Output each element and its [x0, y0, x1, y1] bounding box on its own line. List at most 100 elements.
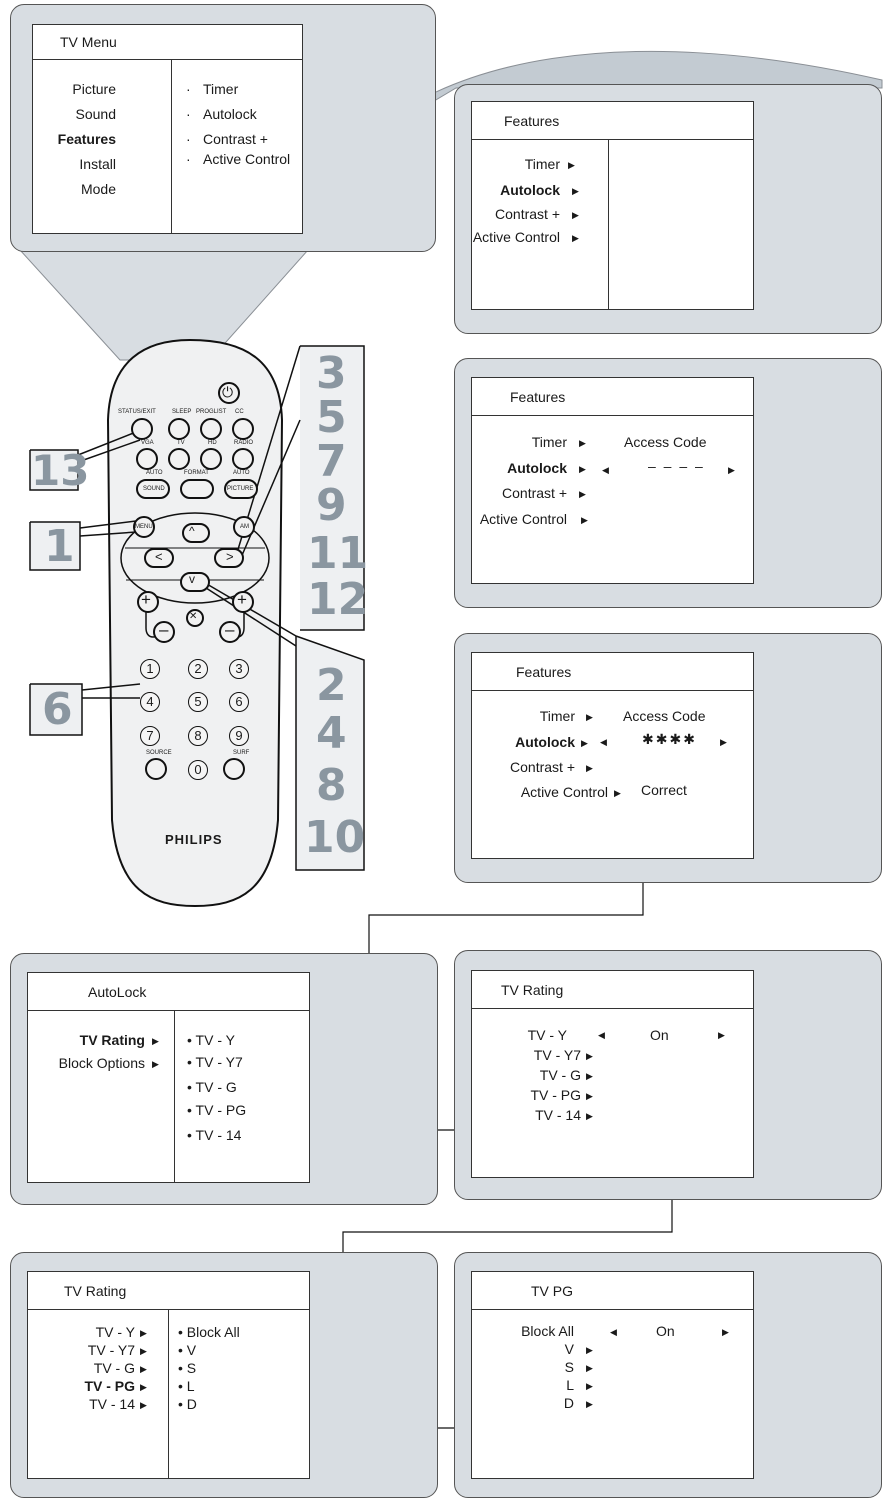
arrow-right-icon: ▶ — [572, 210, 579, 220]
source-button[interactable] — [145, 758, 167, 780]
hd-button[interactable] — [200, 448, 222, 470]
nav-down-button[interactable] — [180, 572, 210, 592]
tv-button[interactable] — [168, 448, 190, 470]
menu-item-install[interactable]: Install — [79, 156, 116, 172]
feature-item-active-control[interactable]: Active Control — [521, 784, 608, 800]
arrow-left-icon[interactable]: ◀ — [602, 465, 609, 475]
digit-6-button[interactable]: 6 — [229, 692, 249, 712]
autolock-title: AutoLock — [88, 984, 146, 1000]
step-number-3: 3 — [316, 352, 347, 396]
sub-item-autolock[interactable]: Autolock — [203, 106, 257, 122]
pg-item-d[interactable]: D — [564, 1395, 574, 1411]
autolock-item-block-options[interactable]: Block Options — [59, 1055, 145, 1071]
rating-value[interactable]: On — [650, 1027, 669, 1043]
nav-up-button[interactable] — [182, 523, 210, 543]
arrow-right-icon: ▶ — [586, 1399, 593, 1409]
feature-item-autolock[interactable]: Autolock — [507, 460, 567, 476]
digit-9-button[interactable]: 9 — [229, 726, 249, 746]
pg-item-s[interactable]: S — [565, 1359, 574, 1375]
pg-item-v[interactable]: V — [565, 1341, 574, 1357]
tv-rating-title: TV Rating — [501, 982, 563, 998]
sub-item-timer[interactable]: Timer — [203, 81, 238, 97]
arrow-right-icon[interactable]: ▶ — [722, 1327, 729, 1337]
feature-item-contrast[interactable]: Contrast + — [495, 206, 560, 222]
feature-item-autolock[interactable]: Autolock — [500, 182, 560, 198]
sleep-label: SLEEP — [172, 409, 191, 416]
cc-button[interactable] — [232, 418, 254, 440]
features-title-bar: Features — [472, 102, 753, 140]
arrow-right-icon: ▶ — [586, 1071, 593, 1081]
bullet: · — [186, 81, 191, 97]
arrow-right-icon: ▶ — [581, 515, 588, 525]
arrow-left-icon[interactable]: ◀ — [598, 1030, 605, 1040]
menu-item-mode[interactable]: Mode — [81, 181, 116, 197]
power-icon: ⏻ — [222, 384, 233, 400]
vga-button[interactable] — [136, 448, 158, 470]
plus-icon: + — [141, 592, 151, 608]
feature-item-timer[interactable]: Timer — [532, 434, 567, 450]
format-button[interactable] — [180, 479, 214, 499]
arrow-right-icon: ▶ — [586, 1091, 593, 1101]
digit-3-button[interactable]: 3 — [229, 659, 249, 679]
rating-item-tv-g[interactable]: TV - G — [94, 1360, 135, 1376]
arrow-left-icon[interactable]: ◀ — [610, 1327, 617, 1337]
digit-7-button[interactable]: 7 — [140, 726, 160, 746]
rating-item-tv-14[interactable]: TV - 14 — [89, 1396, 135, 1412]
feature-item-contrast[interactable]: Contrast + — [510, 759, 575, 775]
source-label: SOURCE — [146, 750, 172, 757]
block-all-value[interactable]: On — [656, 1323, 675, 1339]
step-number-13: 13 — [31, 449, 89, 493]
rating-item-tv-y7[interactable]: TV - Y7 — [88, 1342, 135, 1358]
digit-5-button[interactable]: 5 — [188, 692, 208, 712]
digit-4-button[interactable]: 4 — [140, 692, 160, 712]
feature-item-timer[interactable]: Timer — [525, 156, 560, 172]
feature-item-active-control[interactable]: Active Control — [473, 229, 560, 245]
format-label: FORMAT — [184, 470, 209, 477]
access-code-input[interactable]: ✱✱✱✱ — [642, 731, 697, 747]
rating-item-tv-14[interactable]: TV - 14 — [535, 1107, 581, 1123]
step-number-5: 5 — [316, 396, 347, 440]
menu-item-sound[interactable]: Sound — [76, 106, 116, 122]
block-list-item: • Block All — [178, 1324, 240, 1340]
menu-item-picture[interactable]: Picture — [72, 81, 116, 97]
mute-icon: ✕ — [189, 609, 197, 625]
rating-item-tv-pg[interactable]: TV - PG — [84, 1378, 135, 1394]
surf-button[interactable] — [223, 758, 245, 780]
pg-item-block-all[interactable]: Block All — [521, 1323, 574, 1339]
rating-list-item: • TV - Y7 — [187, 1054, 243, 1070]
access-code-input[interactable]: – – – – — [648, 458, 705, 474]
rating-item-tv-y7[interactable]: TV - Y7 — [534, 1047, 581, 1063]
feature-item-autolock[interactable]: Autolock — [515, 734, 575, 750]
digit-8-button[interactable]: 8 — [188, 726, 208, 746]
rating-item-tv-y[interactable]: TV - Y — [528, 1027, 567, 1043]
status-exit-button[interactable] — [131, 418, 153, 440]
menu-label: MENU — [135, 524, 153, 531]
arrow-left-icon[interactable]: ◀ — [600, 737, 607, 747]
radio-button[interactable] — [232, 448, 254, 470]
arrow-right-icon: ▶ — [586, 1381, 593, 1391]
step-number-9: 9 — [316, 484, 347, 528]
arrow-right-icon[interactable]: ▶ — [728, 465, 735, 475]
arrow-right-icon[interactable]: ▶ — [718, 1030, 725, 1040]
feature-item-active-control[interactable]: Active Control — [480, 511, 567, 527]
sub-item-contrast[interactable]: Contrast + — [203, 131, 268, 147]
rating-item-tv-pg[interactable]: TV - PG — [530, 1087, 581, 1103]
autolock-item-tv-rating[interactable]: TV Rating — [80, 1032, 145, 1048]
feature-item-timer[interactable]: Timer — [540, 708, 575, 724]
bullet: · — [186, 131, 191, 147]
rating-item-tv-g[interactable]: TV - G — [540, 1067, 581, 1083]
rating-item-tv-y[interactable]: TV - Y — [96, 1324, 135, 1340]
sub-item-active-control[interactable]: Active Control — [203, 151, 290, 167]
digit-1-button[interactable]: 1 — [140, 659, 160, 679]
digit-2-button[interactable]: 2 — [188, 659, 208, 679]
arrow-right-icon: ▶ — [140, 1400, 147, 1410]
digit-0-button[interactable]: 0 — [188, 760, 208, 780]
menu-item-features[interactable]: Features — [58, 131, 116, 147]
pg-item-l[interactable]: L — [566, 1377, 574, 1393]
tv-rating-screen-1: TV Rating TV - Y TV - Y7 TV - G TV - PG … — [471, 970, 754, 1178]
proglist-button[interactable] — [200, 418, 222, 440]
arrow-right-icon[interactable]: ▶ — [720, 737, 727, 747]
feature-item-contrast[interactable]: Contrast + — [502, 485, 567, 501]
sleep-button[interactable] — [168, 418, 190, 440]
tv-rating-title-bar: TV Rating — [472, 971, 753, 1009]
